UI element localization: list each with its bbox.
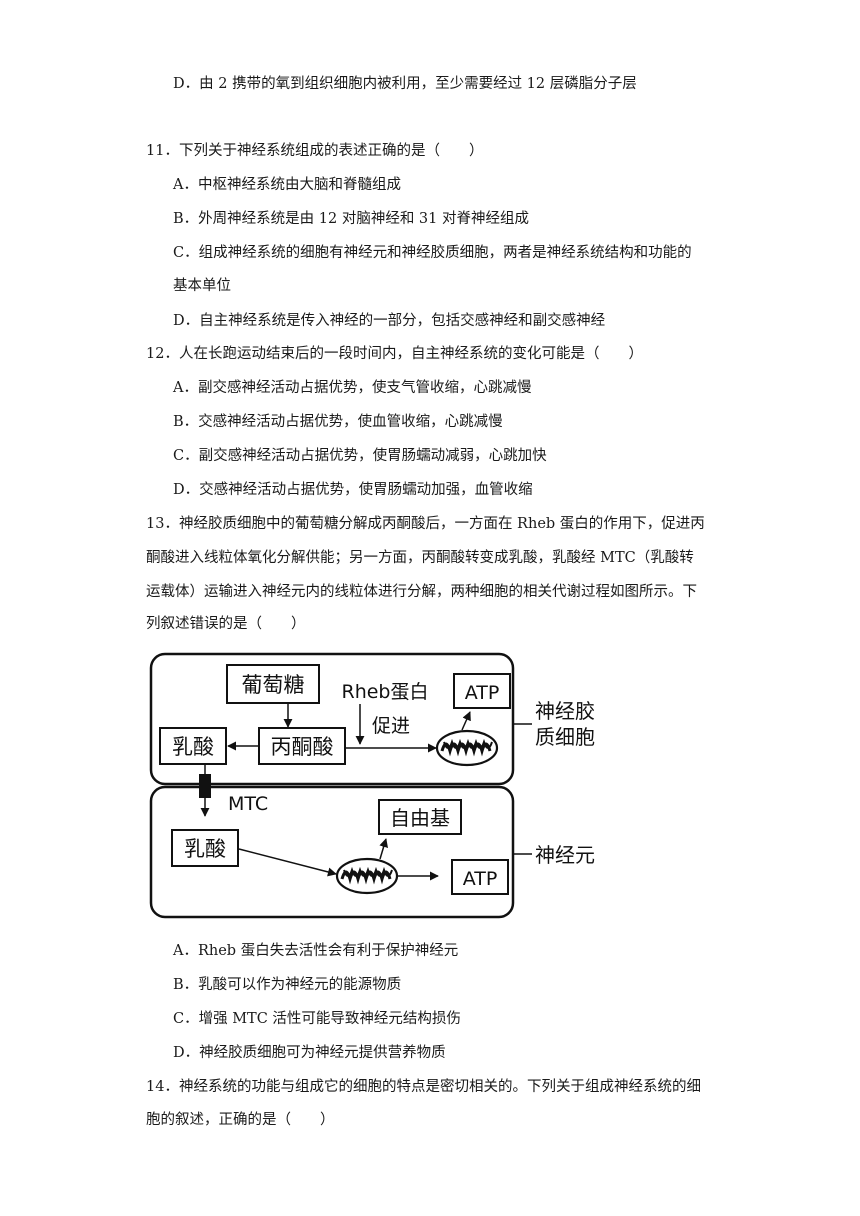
q11-option-d: D．自主神经系统是传入神经的一部分，包括交感神经和副交感神经 — [173, 313, 606, 329]
q14-stem: 14．神经系统的功能与组成它的细胞的特点是密切相关的。下列关于组成神经系统的细 — [146, 1079, 701, 1095]
glia-label-2: 质细胞 — [535, 725, 595, 749]
q13-option-b: B．乳酸可以作为神经元的能源物质 — [173, 977, 402, 993]
q13-stem: 13．神经胶质细胞中的葡萄糖分解成丙酮酸后，一方面在 Rheb 蛋白的作用下，促… — [146, 516, 705, 532]
free-radical-label: 自由基 — [390, 806, 450, 830]
q11-stem: 11．下列关于神经系统组成的表述正确的是（ ） — [146, 143, 484, 159]
neuron-outline — [149, 785, 515, 919]
q13-option-a: A．Rheb 蛋白失去活性会有利于保护神经元 — [173, 943, 459, 959]
free-radical-box — [378, 799, 462, 835]
lactate-top-box — [159, 727, 227, 765]
glucose-label: 葡萄糖 — [242, 673, 305, 697]
lactate-bottom-box — [171, 829, 239, 867]
metabolism-diagram: 葡萄糖 丙酮酸 乳酸 Rheb蛋白 促进 ATP 神经胶 质细胞 MTC 自由基… — [149, 652, 595, 919]
mitochondrion-top-icon — [435, 729, 499, 767]
q13-stem-cont-2: 运载体）运输进入神经元内的线粒体进行分解，两种细胞的相关代谢过程如图所示。下 — [146, 584, 697, 600]
q11-option-b: B．外周神经系统是由 12 对脑神经和 31 对脊神经组成 — [173, 211, 529, 227]
pyruvate-label: 丙酮酸 — [271, 735, 334, 759]
q12-option-b: B．交感神经活动占据优势，使血管收缩，心跳减慢 — [173, 414, 503, 430]
q13-option-d: D．神经胶质细胞可为神经元提供营养物质 — [173, 1045, 446, 1061]
lactate-to-mito-arrow — [238, 848, 337, 877]
mito-to-atp-top-arrow — [461, 711, 471, 731]
q11-option-c-cont: 基本单位 — [173, 278, 231, 294]
q11-option-a: A．中枢神经系统由大脑和脊髓组成 — [173, 177, 401, 193]
mtc-transporter-icon — [199, 774, 211, 798]
atp-top-box — [453, 673, 511, 709]
lactate-top-label: 乳酸 — [172, 735, 214, 759]
q13-stem-cont-3: 列叙述错误的是（ ） — [146, 616, 306, 632]
atp-bottom-box — [451, 859, 509, 895]
q12-option-a: A．副交感神经活动占据优势，使支气管收缩，心跳减慢 — [173, 380, 532, 396]
q12-stem: 12．人在长跑运动结束后的一段时间内，自主神经系统的变化可能是（ ） — [146, 346, 643, 362]
atp-top-label: ATP — [465, 682, 500, 704]
mito-to-free-radical-arrow — [379, 838, 388, 860]
q12-option-d: D．交感神经活动占据优势，使胃肠蠕动加强，血管收缩 — [173, 482, 533, 498]
mitochondrion-bottom-icon — [335, 857, 399, 895]
neuron-label: 神经元 — [535, 843, 595, 867]
q10-option-d: D．由 2 携带的氧到组织细胞内被利用，至少需要经过 12 层磷脂分子层 — [173, 76, 637, 92]
pyruvate-box — [258, 727, 346, 765]
glial-cell-outline — [149, 652, 515, 786]
mtc-label: MTC — [228, 793, 268, 815]
q14-stem-cont: 胞的叙述，正确的是（ ） — [146, 1112, 335, 1128]
q11-option-c: C．组成神经系统的细胞有神经元和神经胶质细胞，两者是神经系统结构和功能的 — [173, 245, 692, 261]
q12-option-c: C．副交感神经活动占据优势，使胃肠蠕动减弱，心跳加快 — [173, 448, 547, 464]
rheb-label: Rheb蛋白 — [342, 681, 429, 703]
glia-label-1: 神经胶 — [535, 699, 595, 723]
q13-option-c: C．增强 MTC 活性可能导致神经元结构损伤 — [173, 1011, 461, 1027]
lactate-bottom-label: 乳酸 — [184, 837, 226, 861]
glucose-box — [226, 664, 320, 704]
promote-label: 促进 — [372, 715, 410, 737]
atp-bottom-label: ATP — [463, 868, 498, 890]
q13-stem-cont-1: 酮酸进入线粒体氧化分解供能；另一方面，丙酮酸转变成乳酸，乳酸经 MTC（乳酸转 — [146, 550, 694, 566]
